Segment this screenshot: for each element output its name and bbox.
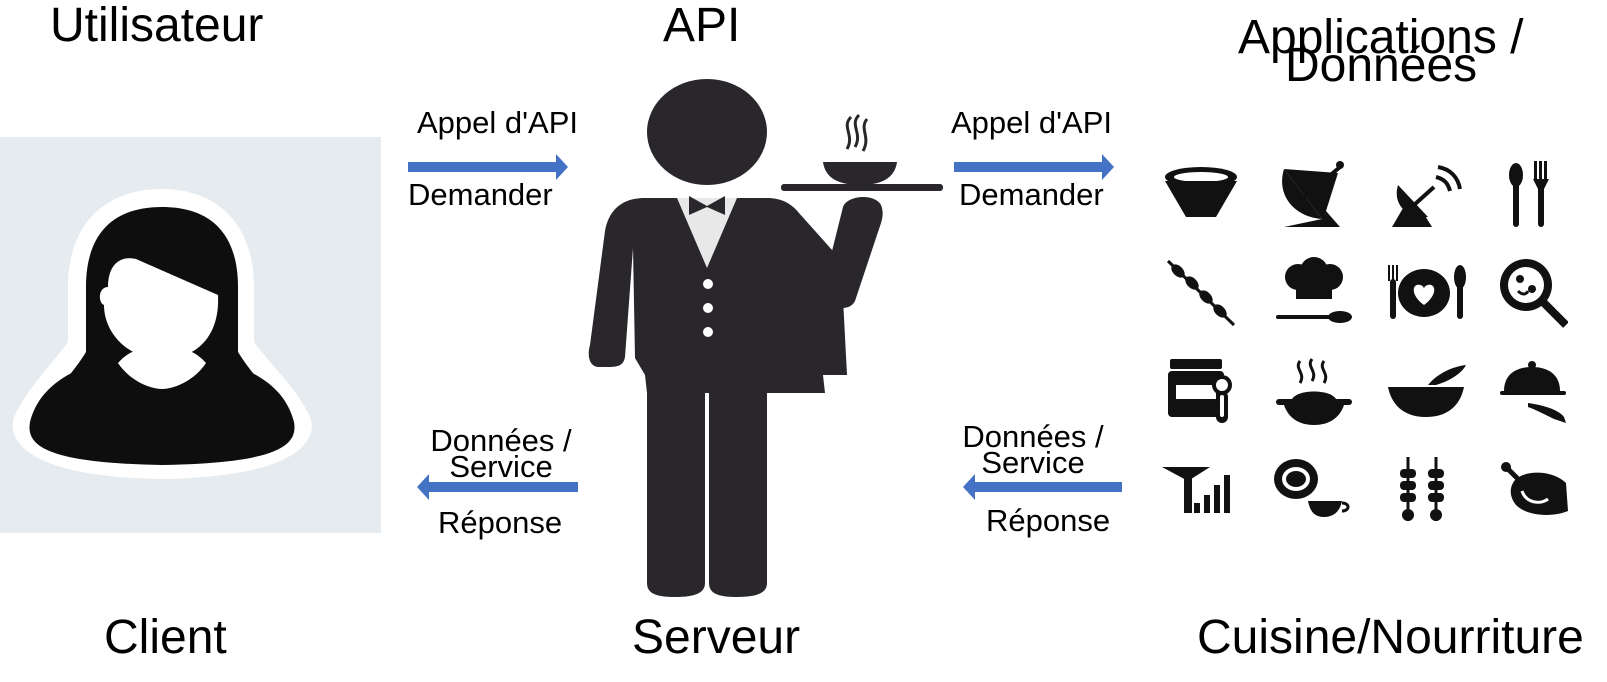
skewer-icon [1166,259,1236,327]
right-request-bottom-label: Demander [959,177,1104,212]
kebab-icon [1400,457,1444,521]
satellite-antenna-icon [1392,165,1462,227]
satellite-dish-icon [1282,161,1344,227]
bowl-spoon-icon [1388,365,1466,417]
api-column-title: API [663,0,741,52]
right-response-bottom-label: Réponse [986,503,1111,538]
right-response-top-label: Données / Service [962,419,1104,480]
chef-hat-icon [1276,257,1352,323]
left-response-bottom-label: Réponse [438,505,563,540]
spoon-fork-icon [1509,161,1549,227]
left-request-bottom-label: Demander [408,177,553,212]
user-panel [0,137,381,533]
egg-cup-icon [1274,459,1350,517]
hot-dish-icon [1276,358,1352,425]
apps-column-caption: Cuisine/Nourriture [1197,611,1584,664]
right-request-arrow [954,154,1114,180]
api-column-caption: Serveur [632,611,801,664]
plate-heart-icon [1388,265,1466,319]
roast-chicken-icon [1501,462,1568,515]
right-request-top-label: Appel d'API [951,105,1113,140]
waiter-icon [588,79,943,597]
left-response-top-label: Données / Service [430,423,572,484]
left-request-arrow [408,154,568,180]
jar-icon [1168,359,1232,423]
user-column-caption: Client [104,611,227,664]
left-request-top-label: Appel d'API [417,105,579,140]
left-response-arrow [417,474,578,500]
bowl-icon [1165,167,1237,217]
food-search-icon [1500,259,1568,328]
apps-column-title-line2: Données [1285,39,1478,92]
user-column-title: Utilisateur [50,0,264,52]
signal-antenna-icon [1162,467,1230,513]
apps-column-title-line1: Applications / [1238,11,1524,64]
cloche-icon [1500,361,1566,423]
user-avatar-icon [12,189,312,479]
right-response-arrow [963,474,1122,500]
